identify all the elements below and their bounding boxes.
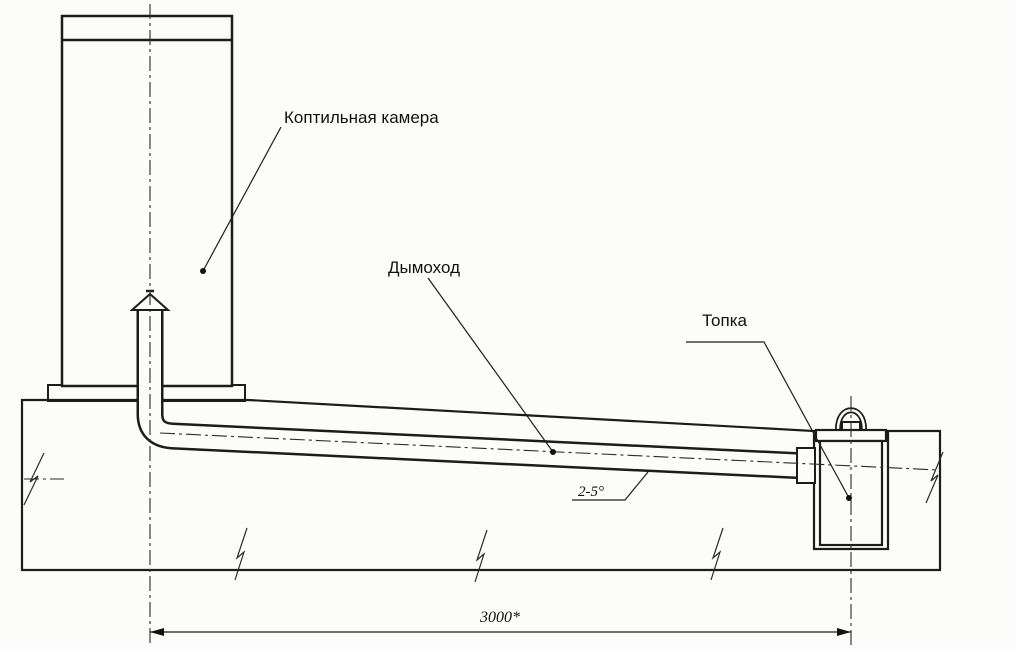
firebox-label: Топка <box>702 311 748 330</box>
firebox-leader-line <box>686 341 850 499</box>
length-dimension: 3000* <box>150 609 851 636</box>
callout-leaders <box>200 126 852 501</box>
chamber-leader-line <box>202 126 282 272</box>
ground-section <box>20 398 942 572</box>
break-mark-bottom-1 <box>234 527 248 581</box>
chimney-leader-line <box>427 277 554 453</box>
angle-leader-line <box>572 471 649 501</box>
ground-hatch-area <box>20 398 942 572</box>
pipe-firebox-collar <box>796 447 816 484</box>
chimney-label: Дымоход <box>388 258 460 277</box>
text-labels: Коптильная камера Дымоход Топка 2-5° <box>284 108 748 500</box>
break-mark-left <box>23 452 45 506</box>
break-marks <box>23 451 944 583</box>
dimension-value: 3000* <box>479 609 520 626</box>
slope-angle-label: 2-5° <box>578 484 604 500</box>
centerlines <box>24 4 939 646</box>
dimension-arrow-left-icon <box>150 628 164 636</box>
break-mark-bottom-3 <box>710 527 724 581</box>
break-mark-bottom-2 <box>474 529 488 583</box>
chimney-leader-dot <box>550 449 556 455</box>
chamber-leader-dot <box>200 268 206 274</box>
dimension-arrow-right-icon <box>837 628 851 636</box>
firebox-leader-dot <box>846 495 852 501</box>
pipe-inner <box>139 310 807 477</box>
chamber-label: Коптильная камера <box>284 108 439 127</box>
break-mark-right <box>925 451 944 504</box>
